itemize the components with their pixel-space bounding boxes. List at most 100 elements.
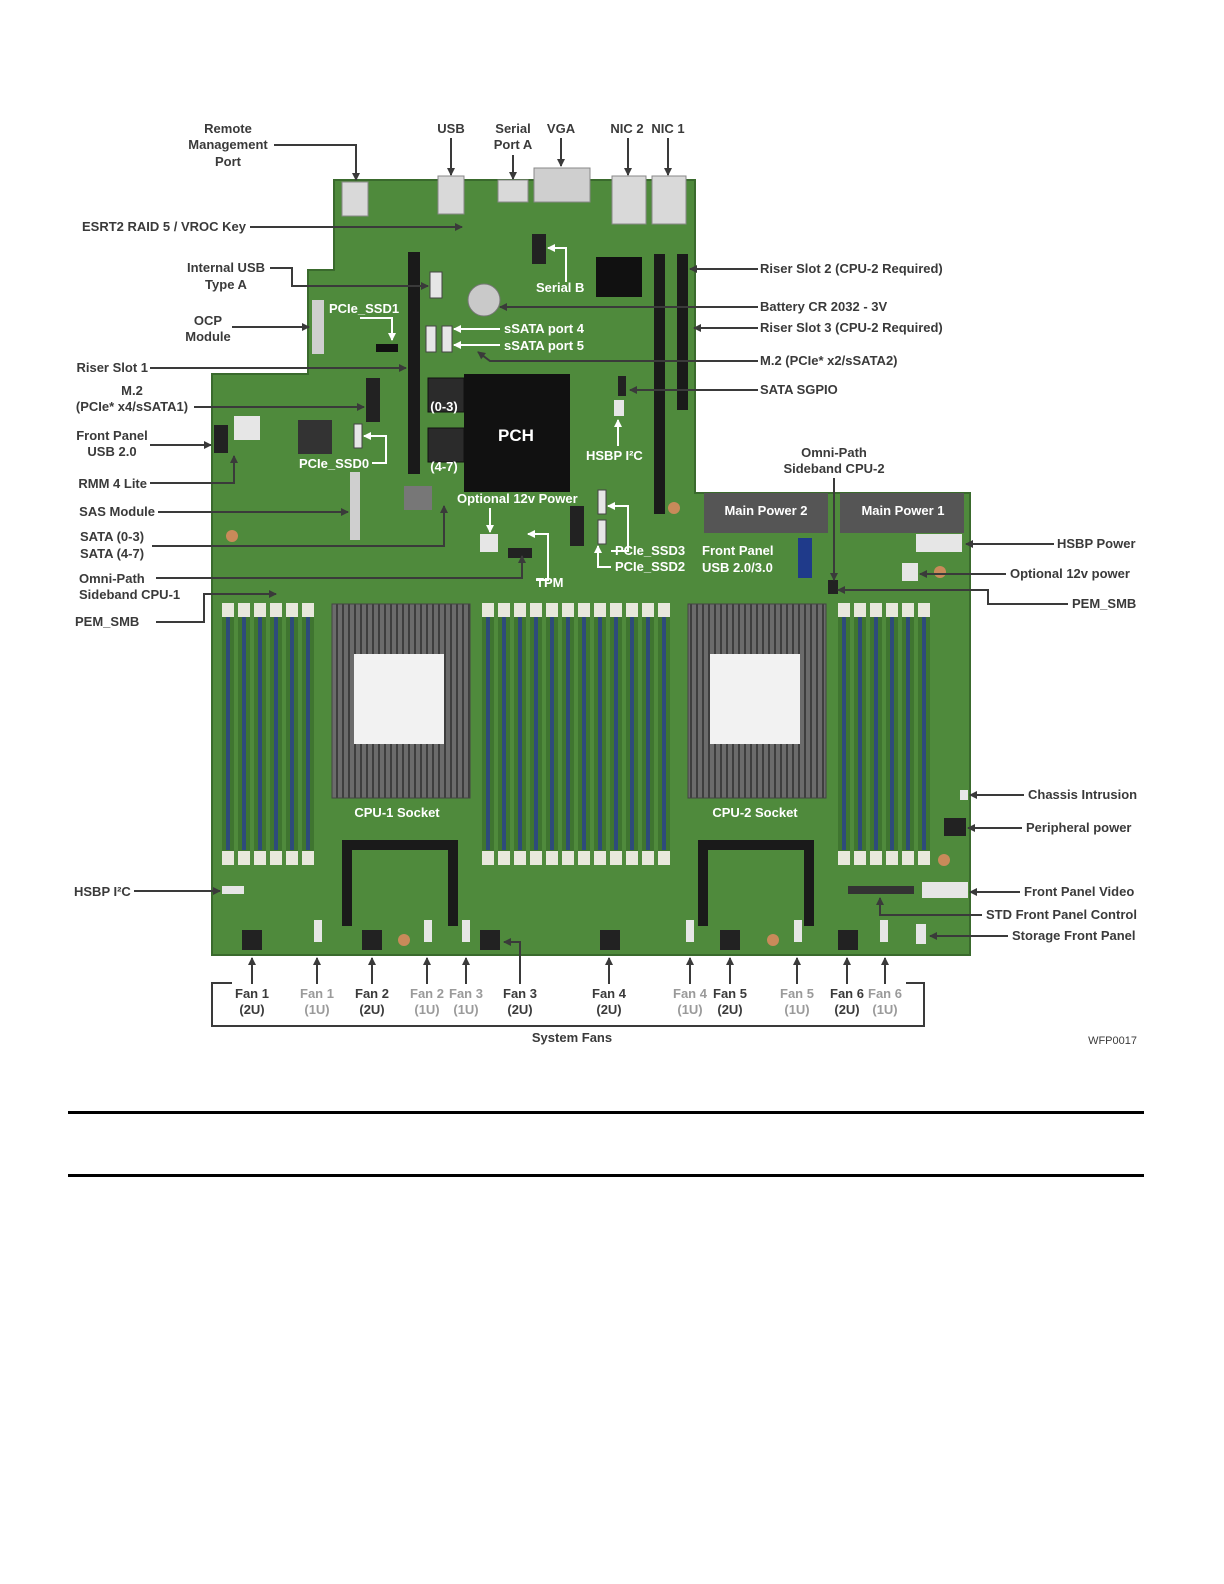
- fan-name-label: Fan 1: [300, 986, 334, 1001]
- dimm-latch: [514, 603, 526, 617]
- figure-code: WFP0017: [1088, 1035, 1137, 1047]
- fan-name-label: Fan 4: [592, 986, 627, 1001]
- dimm-latch: [498, 851, 510, 865]
- label-std-fp: STD Front Panel Control: [986, 907, 1137, 922]
- dimm-latch: [854, 851, 866, 865]
- dimm-slot-channel: [906, 616, 910, 850]
- label-front-usb2-2: USB 2.0: [87, 444, 136, 459]
- dimm-slot-channel: [274, 616, 278, 850]
- dimm-latch: [562, 851, 574, 865]
- label-m2-right: M.2 (PCIe* x2/sSATA2): [760, 353, 898, 368]
- label-usb: USB: [437, 121, 464, 136]
- dimm-latch: [482, 603, 494, 617]
- fan-size-label: (2U): [359, 1002, 384, 1017]
- label-cpu1: CPU-1 Socket: [354, 805, 440, 820]
- label-omnipath2-1: Omni-Path: [801, 445, 867, 460]
- label-vga: VGA: [547, 121, 576, 136]
- divider-top: [68, 1111, 1144, 1114]
- label-pcie-ssd2: PCIe_SSD2: [615, 559, 685, 574]
- fan-size-label: (2U): [507, 1002, 532, 1017]
- dimm-slot-channel: [534, 616, 538, 850]
- label-pcie-ssd0: PCIe_SSD0: [299, 456, 369, 471]
- dimm-latch: [870, 603, 882, 617]
- label-pem-smb-left: PEM_SMB: [75, 614, 139, 629]
- dimm-slot-channel: [842, 616, 846, 850]
- fan-size-label: (2U): [717, 1002, 742, 1017]
- dimm-latch: [594, 603, 606, 617]
- label-serial-a-1: Serial: [495, 121, 530, 136]
- fan-size-label: (2U): [596, 1002, 621, 1017]
- dimm-latch: [902, 603, 914, 617]
- fan-name-label: Fan 5: [713, 986, 747, 1001]
- rear-io: [341, 167, 687, 225]
- label-m2-left-1: M.2: [121, 383, 143, 398]
- dimm-slot-channel: [550, 616, 554, 850]
- dimm-slot-channel: [242, 616, 246, 850]
- label-sata03: SATA (0-3): [80, 529, 144, 544]
- fan-size-label: (2U): [239, 1002, 264, 1017]
- dimm-latch: [610, 603, 622, 617]
- fan-headers: [242, 920, 888, 950]
- dimm-slot-channel: [306, 616, 310, 850]
- dimm-latch: [238, 603, 250, 617]
- label-ssata5: sSATA port 5: [504, 338, 584, 353]
- label-ocp-2: Module: [185, 329, 231, 344]
- fan-name-label: Fan 4: [673, 986, 708, 1001]
- label-front-usb3-1: Front Panel: [702, 543, 774, 558]
- label-battery: Battery CR 2032 - 3V: [760, 299, 887, 314]
- label-m2-left-2: (PCIe* x4/sSATA1): [76, 399, 188, 414]
- label-sas: SAS Module: [79, 504, 155, 519]
- dimm-slot-channel: [582, 616, 586, 850]
- cpu2-heatsink: [687, 603, 827, 926]
- dimm-slot-channel: [226, 616, 230, 850]
- dimm-slot-channel: [518, 616, 522, 850]
- label-pcie-ssd3: PCIe_SSD3: [615, 543, 685, 558]
- dimm-latch: [546, 851, 558, 865]
- dimm-slot-channel: [614, 616, 618, 850]
- label-internal-usb-2: Type A: [205, 277, 248, 292]
- dimm-latch: [626, 603, 638, 617]
- dimm-latch: [302, 603, 314, 617]
- dimm-latch: [222, 851, 234, 865]
- fan-name-label: Fan 5: [780, 986, 814, 1001]
- riser-slots: [408, 252, 688, 514]
- label-pcie-ssd1: PCIe_SSD1: [329, 301, 399, 316]
- cpu1-heatsink: [331, 603, 471, 926]
- dimm-slot-channel: [290, 616, 294, 850]
- dimm-latch: [626, 851, 638, 865]
- label-pch: PCH: [498, 426, 534, 445]
- label-riser2: Riser Slot 2 (CPU-2 Required): [760, 261, 943, 276]
- label-pem-smb-right: PEM_SMB: [1072, 596, 1136, 611]
- dimm-latch: [254, 603, 266, 617]
- dimm-latch: [854, 603, 866, 617]
- label-tpm: TPM: [536, 575, 563, 590]
- dimm-slot-channel: [874, 616, 878, 850]
- label-serial-a-2: Port A: [494, 137, 533, 152]
- dimm-latch: [238, 851, 250, 865]
- label-sata03-board: (0-3): [430, 399, 457, 414]
- fan-name-label: Fan 3: [449, 986, 483, 1001]
- dimm-latch: [222, 603, 234, 617]
- dimm-latch: [270, 851, 282, 865]
- callout-labels: Remote Management Port USB Serial Port A…: [74, 121, 1137, 1047]
- label-ocp-1: OCP: [194, 313, 223, 328]
- fan-name-label: Fan 2: [410, 986, 444, 1001]
- label-remote-mgmt-3: Port: [215, 154, 242, 169]
- label-remote-mgmt-1: Remote: [204, 121, 252, 136]
- label-riser3: Riser Slot 3 (CPU-2 Required): [760, 320, 943, 335]
- leader-lines: [134, 138, 1068, 1027]
- label-main-power1: Main Power 1: [861, 503, 944, 518]
- dimm-latch: [886, 603, 898, 617]
- label-system-fans: System Fans: [532, 1030, 612, 1045]
- dimm-latch: [546, 603, 558, 617]
- fan-size-label: (2U): [834, 1002, 859, 1017]
- label-main-power2: Main Power 2: [724, 503, 807, 518]
- dimm-slot-channel: [630, 616, 634, 850]
- dimm-latch: [562, 603, 574, 617]
- label-front-usb3-2: USB 2.0/3.0: [702, 560, 773, 575]
- label-sata47-board: (4-7): [430, 459, 457, 474]
- label-front-usb2-1: Front Panel: [76, 428, 148, 443]
- label-remote-mgmt-2: Management: [188, 137, 268, 152]
- dimm-latch: [286, 851, 298, 865]
- dimm-latch: [886, 851, 898, 865]
